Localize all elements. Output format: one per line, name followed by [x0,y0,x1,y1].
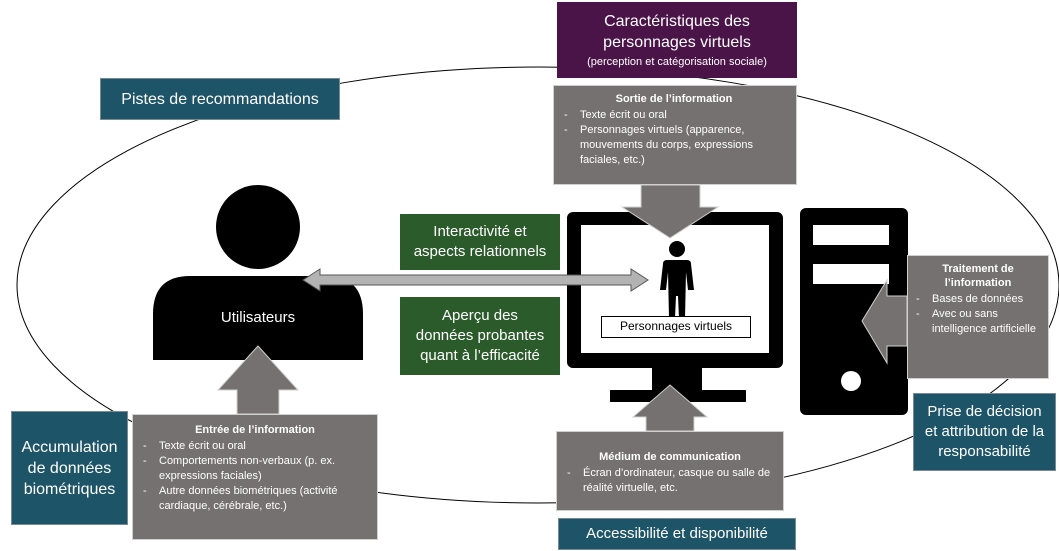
characteristics-line1: Caractéristiques des [604,13,750,30]
processing-title-line1: Traitement de [942,263,1014,275]
interaction-double-arrow [302,268,649,292]
decision-box: Prise de décision et attribution de la r… [913,393,1056,471]
recommendations-label: Pistes de recommandations [121,90,319,108]
medium-item: Écran d’ordinateur, casque ou salle de r… [563,466,777,496]
accessibility-label: Accessibilité et disponibilité [586,525,768,542]
output-item: Personnages virtuels (apparence, mouveme… [560,123,788,168]
recommendations-box: Pistes de recommandations [100,78,340,120]
processing-item: Bases de données [912,292,1044,307]
output-info-box: Sortie de l’information Texte écrit ou o… [553,85,797,185]
entree-arrow [216,345,300,415]
interactivity-box: Interactivité et aspects relationnels [400,214,560,270]
input-info-title: Entrée de l’information [195,424,315,436]
users-label: Utilisateurs [220,309,296,326]
input-item: Comportements non-verbaux (p. ex. expres… [139,454,371,484]
characteristics-box: Caractéristiques des personnages virtuel… [557,2,797,78]
accessibility-box: Accessibilité et disponibilité [558,518,796,550]
sortie-arrow [620,184,720,239]
user-icon [153,185,363,360]
input-info-box: Entrée de l’information Texte écrit ou o… [132,414,378,540]
characteristics-line2: personnages virtuels [603,34,751,51]
output-info-title: Sortie de l’information [615,93,733,105]
virtual-person-icon [660,241,694,318]
biometric-line3: biométriques [23,480,116,498]
evidence-line2: données probantes [415,327,545,344]
interactivity-line1: Interactivité et [433,223,527,240]
biometric-line2: de données [27,459,112,477]
cycle-ellipse [16,66,1059,504]
interactivity-line2: aspects relationnels [413,243,547,260]
processing-box: Traitement de l’information Bases de don… [907,255,1049,379]
processing-item: Avec ou sans intelligence artificielle [912,307,1044,337]
characteristics-line3: (perception et catégorisation sociale) [587,56,767,68]
input-item: Texte écrit ou oral [139,439,371,454]
input-item: Autre données biométriques (activité car… [139,484,371,514]
processing-title-line2: l’information [944,277,1012,289]
output-item: Texte écrit ou oral [560,108,788,123]
decision-line2: et attribution de la [924,423,1045,440]
medium-box: Médium de communication Écran d’ordinate… [556,431,784,511]
traitement-arrow [861,278,908,365]
evidence-box: Aperçu des données probantes quant à l’e… [400,297,560,375]
biometric-line1: Accumulation [21,438,118,456]
evidence-line3: quant à l’efficacité [420,347,540,364]
decision-line3: responsabilité [938,443,1031,460]
biometric-accumulation-box: Accumulation de données biométriques [11,411,128,525]
evidence-line1: Aperçu des [442,307,518,324]
decision-line1: Prise de décision [927,403,1042,420]
medium-arrow [631,384,709,432]
medium-title: Médium de communication [599,451,741,463]
virtual-characters-label: Personnages virtuels [601,316,751,338]
computer-tower-icon [800,208,908,415]
